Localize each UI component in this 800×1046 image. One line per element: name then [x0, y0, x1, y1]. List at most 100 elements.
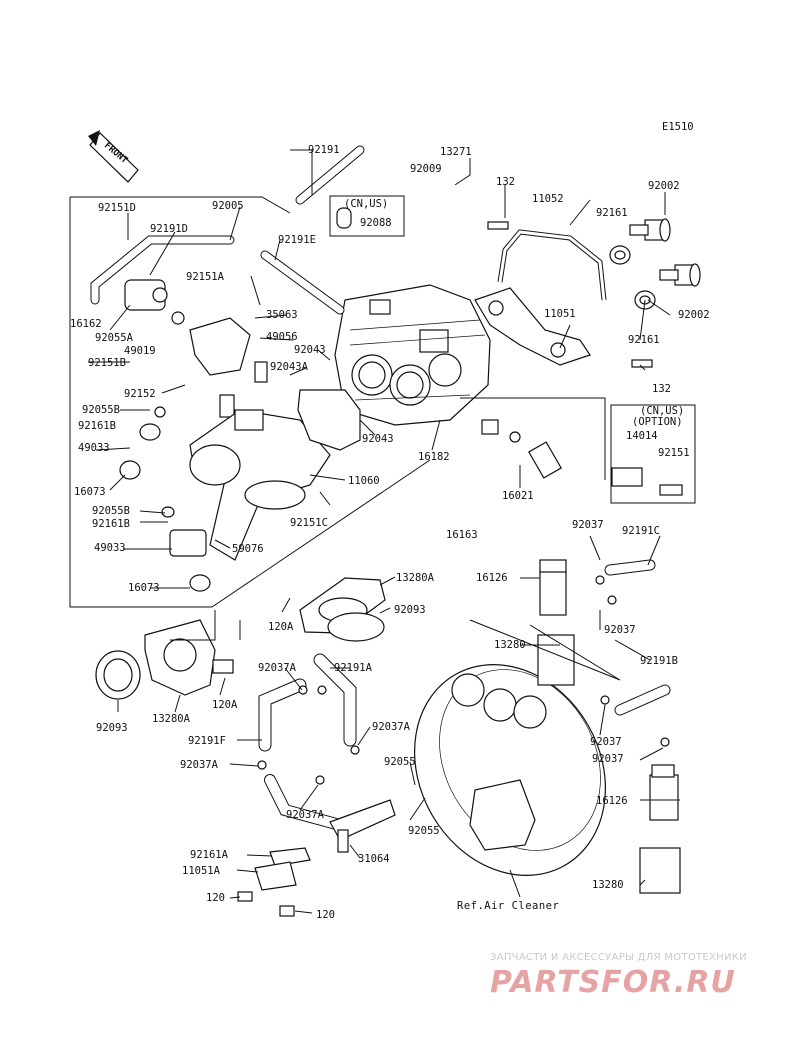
- label-13280-b: 13280: [592, 879, 624, 891]
- label-16126: 16126: [476, 572, 508, 584]
- nut-92161-upper: [609, 245, 631, 265]
- bolt-92002-lower: [659, 263, 701, 287]
- label-92161b: 92161B: [78, 420, 116, 432]
- label-92191b: 92191B: [640, 655, 678, 667]
- fuel-rail: [189, 317, 268, 418]
- label-92151b: 92151B: [88, 357, 126, 369]
- label-13280a-2: 13280A: [152, 713, 191, 725]
- option-box: (CN,US) (OPTION): [610, 404, 696, 504]
- label-132-b: 132: [652, 383, 671, 395]
- label-49033-b: 49033: [94, 542, 126, 554]
- label-13271: 13271: [440, 146, 472, 158]
- label-11052: 11052: [532, 193, 564, 205]
- label-120: 120: [206, 892, 225, 904]
- watermark-top: ЗАПЧАСТИ И АКСЕССУАРЫ ДЛЯ МОТОТЕХНИКИ: [490, 952, 747, 963]
- label-92151d: 92151D: [98, 202, 136, 214]
- label-92093-b: 92093: [96, 722, 128, 734]
- label-92009: 92009: [410, 163, 442, 175]
- bracket-11051a: [254, 861, 297, 891]
- watermark-brand: PARTSFOR.RU: [490, 965, 736, 1000]
- pressure-regulator: [124, 279, 185, 325]
- clamp-icons: [257, 575, 670, 785]
- label-92037-d: 92037: [592, 753, 624, 765]
- label-16182: 16182: [418, 451, 450, 463]
- label-92055b-2: 92055B: [92, 505, 130, 517]
- front-arrow-icon: FRONT: [88, 130, 139, 183]
- svg-text:(CN,US): (CN,US): [344, 198, 388, 210]
- gasket-11060: [297, 389, 361, 451]
- label-92055b: 92055B: [82, 404, 120, 416]
- label-16073-b: 16073: [128, 582, 160, 594]
- svg-text:(CN,US): (CN,US): [640, 405, 684, 417]
- label-92161b-2: 92161B: [92, 518, 130, 530]
- label-49033: 49033: [78, 442, 110, 454]
- label-16073: 16073: [74, 486, 106, 498]
- bolt-132-lower: [631, 359, 653, 368]
- label-92151: 92151: [658, 447, 690, 459]
- label-92191: 92191: [308, 144, 340, 156]
- label-16163: 16163: [446, 529, 478, 541]
- label-11060: 11060: [348, 475, 380, 487]
- label-49019: 49019: [124, 345, 156, 357]
- bracket-92161a: [269, 847, 311, 867]
- label-11051a: 11051A: [182, 865, 221, 877]
- sensor-14014: [611, 467, 643, 487]
- label-92161a: 92161A: [190, 849, 229, 861]
- label-92191f: 92191F: [188, 735, 226, 747]
- label-31064: 31064: [358, 853, 390, 865]
- cn-us-box: (CN,US): [329, 195, 405, 237]
- label-92093: 92093: [394, 604, 426, 616]
- label-120-b: 120: [316, 909, 335, 921]
- bolt-132-upper: [487, 221, 509, 230]
- label-11051: 11051: [544, 308, 576, 320]
- label-92037a-1: 92037A: [258, 662, 297, 674]
- reference-text: Ref.Air Cleaner: [457, 900, 559, 912]
- label-14014: 14014: [626, 430, 658, 442]
- label-92088: 92088: [360, 217, 392, 229]
- label-92161-b: 92161: [628, 334, 660, 346]
- label-92151a: 92151A: [186, 271, 225, 283]
- label-92005: 92005: [212, 200, 244, 212]
- label-92055: 92055: [384, 756, 416, 768]
- leader-lines: [88, 149, 680, 914]
- label-16162: 16162: [70, 318, 102, 330]
- label-92043a: 92043A: [270, 361, 309, 373]
- label-59076: 59076: [232, 543, 264, 555]
- joint-31064: [329, 799, 396, 853]
- label-16126-b: 16126: [596, 795, 628, 807]
- throttle-body: [334, 284, 491, 426]
- part-labels: 92191 13271 92009 132 11052 92002 92151D…: [70, 144, 710, 921]
- label-92037: 92037: [572, 519, 604, 531]
- label-13280: 13280: [494, 639, 526, 651]
- label-92002-b: 92002: [678, 309, 710, 321]
- label-120a-2: 120A: [212, 699, 238, 711]
- label-92055-b: 92055: [408, 825, 440, 837]
- intake-manifold: [189, 409, 331, 561]
- injector-lower: [161, 506, 211, 592]
- bolt-92151: [659, 484, 683, 496]
- label-92161: 92161: [596, 207, 628, 219]
- label-92191c: 92191C: [622, 525, 660, 537]
- label-13280a: 13280A: [396, 572, 435, 584]
- throttle-bracket: [474, 287, 591, 366]
- seal-92093: [327, 612, 385, 642]
- label-132: 132: [496, 176, 515, 188]
- bolt-120-a: [237, 891, 253, 902]
- label-92191d: 92191D: [150, 223, 188, 235]
- diagram-id: E1510: [662, 121, 694, 133]
- label-92037a-4: 92037A: [286, 809, 325, 821]
- label-92191e: 92191E: [278, 234, 316, 246]
- air-cleaner-box: [414, 664, 606, 876]
- injector-16126-upper: [537, 559, 575, 686]
- label-92043-b: 92043: [362, 433, 394, 445]
- adapter-13280a-lower: [95, 619, 234, 700]
- label-92037a-3: 92037A: [180, 759, 219, 771]
- valve-16021: [460, 397, 606, 480]
- bolt-92002-upper: [629, 218, 671, 242]
- injector-16126-lower: [639, 764, 681, 894]
- label-92037-b: 92037: [604, 624, 636, 636]
- label-92037-c: 92037: [590, 736, 622, 748]
- svg-text:(OPTION): (OPTION): [632, 416, 683, 428]
- label-49056: 49056: [266, 331, 298, 343]
